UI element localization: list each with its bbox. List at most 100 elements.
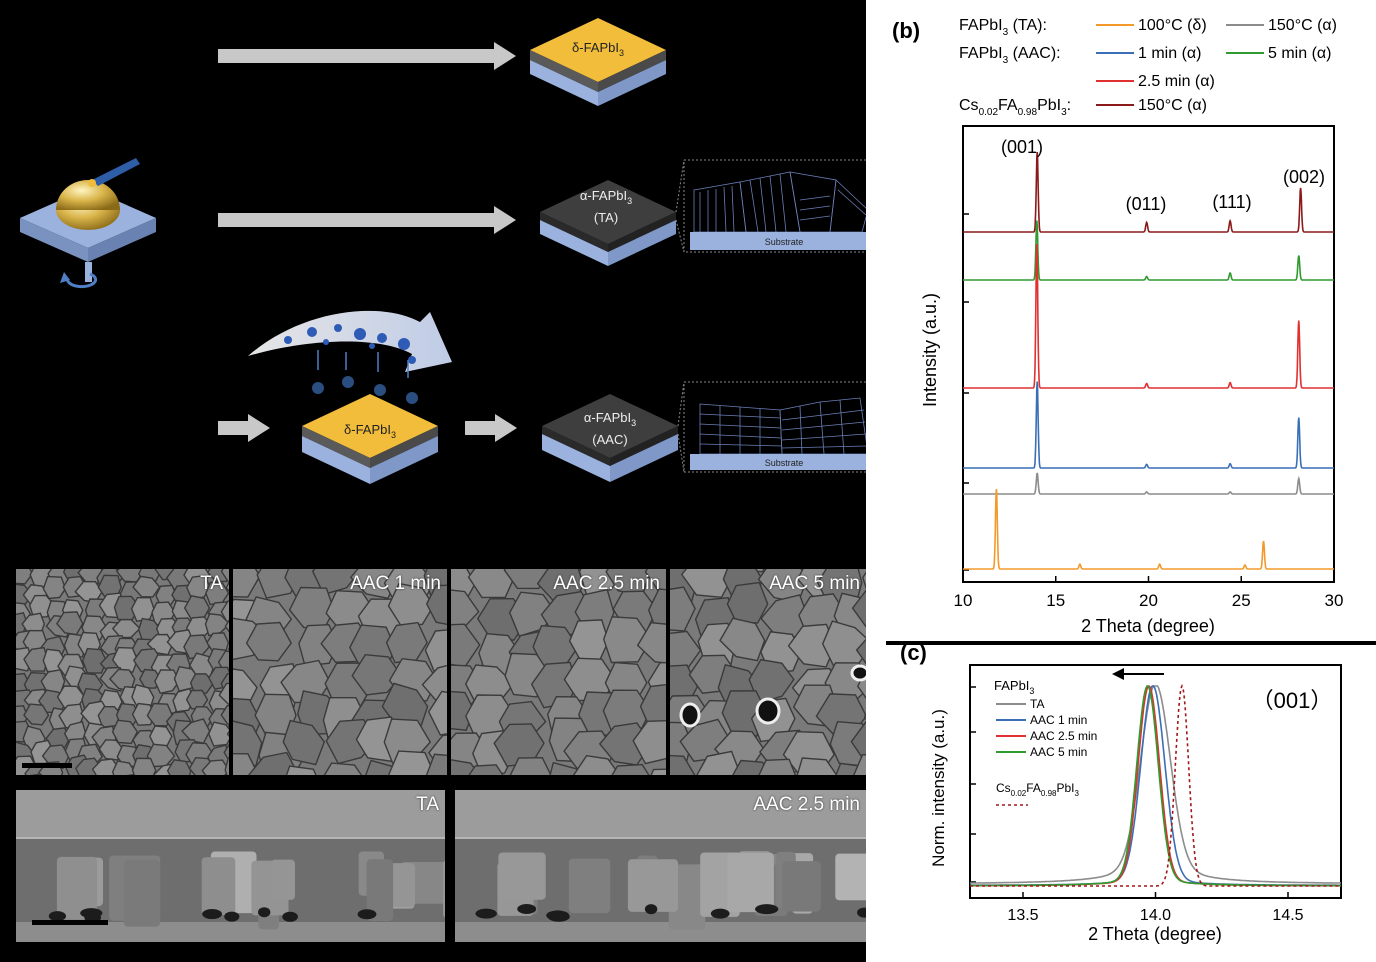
peak-series bbox=[970, 684, 1341, 887]
grain bbox=[149, 725, 173, 748]
film-label-subscript: 3 bbox=[631, 418, 636, 428]
film-label-subscript: 3 bbox=[619, 48, 624, 58]
svg-text:Cs0.02FA0.98PbI3: Cs0.02FA0.98PbI3 bbox=[996, 781, 1080, 798]
void bbox=[202, 909, 223, 920]
grain bbox=[670, 586, 696, 632]
film-label: δ-FAPbI bbox=[344, 422, 391, 437]
void bbox=[224, 911, 240, 922]
spin-coater-icon bbox=[20, 158, 156, 289]
sem-image-top-ta: TA bbox=[16, 569, 229, 775]
grain-column bbox=[443, 860, 445, 918]
grain bbox=[225, 581, 229, 592]
cross-section-texture bbox=[16, 790, 445, 942]
legend-title-subscript: 3 bbox=[1029, 686, 1034, 696]
void bbox=[475, 908, 497, 919]
xrd-series-line bbox=[963, 220, 1334, 281]
void bbox=[644, 904, 658, 915]
xrd-chart: (b) FAPbI3 (TA):100°C (δ)150°C (α)FAPbI3… bbox=[892, 17, 1343, 636]
grain bbox=[282, 719, 326, 766]
grain bbox=[146, 702, 174, 727]
xrd-series-line bbox=[963, 381, 1334, 469]
sem-label: AAC 1 min bbox=[350, 573, 441, 594]
grain bbox=[549, 761, 582, 775]
grain-column bbox=[56, 856, 97, 920]
xrd-series-line bbox=[963, 488, 1334, 570]
grain-column bbox=[782, 861, 821, 912]
legend-group-label: FAPbI3 (TA): bbox=[959, 17, 1047, 38]
x-tick-label: 10 bbox=[954, 591, 973, 610]
grain bbox=[131, 757, 157, 775]
grain-column bbox=[568, 858, 611, 914]
void bbox=[547, 911, 570, 922]
process-arrow bbox=[465, 414, 517, 442]
grain bbox=[427, 690, 447, 736]
grain bbox=[245, 621, 293, 662]
grain bbox=[323, 762, 363, 775]
scale-bar bbox=[32, 920, 108, 925]
substrate-layer bbox=[455, 922, 866, 942]
substrate-layer bbox=[16, 922, 445, 942]
grain-column bbox=[123, 859, 161, 927]
x-tick-label: 15 bbox=[1046, 591, 1065, 610]
peak-label: (001) bbox=[1001, 137, 1043, 157]
void bbox=[857, 907, 866, 918]
grain bbox=[451, 623, 481, 668]
grain bbox=[111, 618, 141, 639]
grain bbox=[632, 719, 666, 765]
grain bbox=[16, 569, 34, 585]
sem-image-top-aac-2-5min: AAC 2.5 min bbox=[451, 569, 666, 775]
sem-label: AAC 2.5 min bbox=[753, 794, 860, 815]
sem-label: AAC 5 min bbox=[769, 573, 860, 594]
sem-image-top-aac-1min: AAC 1 min bbox=[233, 569, 447, 775]
grain bbox=[388, 750, 436, 775]
aac-gas-flow bbox=[248, 310, 452, 404]
film-label: (AAC) bbox=[592, 432, 627, 447]
grain bbox=[855, 638, 866, 665]
grain bbox=[111, 719, 139, 745]
svg-text:α-FAPbI3: α-FAPbI3 bbox=[580, 188, 632, 206]
grain bbox=[851, 589, 866, 628]
film-label-subscript: 3 bbox=[627, 196, 632, 206]
grain bbox=[233, 752, 259, 775]
legend-label-cs-fa: FA bbox=[1026, 781, 1041, 795]
legend-label: 1 min (α) bbox=[1138, 45, 1201, 62]
film-label: α-FAPbI bbox=[584, 410, 631, 425]
svg-text:δ-FAPbI3: δ-FAPbI3 bbox=[572, 40, 624, 58]
grain bbox=[670, 754, 696, 775]
grain bbox=[387, 582, 435, 626]
grain bbox=[647, 588, 666, 635]
legend-label: AAC 5 min bbox=[1030, 745, 1087, 759]
grain bbox=[166, 759, 192, 775]
legend-label: 150°C (α) bbox=[1138, 97, 1207, 114]
grain bbox=[81, 647, 108, 674]
grain bbox=[155, 584, 178, 607]
x-tick-label: 14.5 bbox=[1272, 907, 1303, 924]
y-axis-label: Intensity (a.u.) bbox=[920, 293, 940, 407]
grain bbox=[42, 575, 67, 600]
legend-label: 150°C (α) bbox=[1268, 17, 1337, 34]
grain bbox=[23, 646, 49, 672]
grain bbox=[349, 569, 399, 600]
grain bbox=[796, 757, 838, 775]
grain bbox=[154, 669, 181, 695]
grain bbox=[224, 757, 229, 775]
void bbox=[357, 909, 377, 920]
grain bbox=[758, 758, 797, 775]
grain bbox=[425, 584, 447, 626]
grain bbox=[650, 768, 666, 775]
alpha-aac-film-block: α-FAPbI3 (AAC) bbox=[542, 394, 678, 482]
grain bbox=[351, 653, 403, 696]
grain bbox=[719, 617, 766, 662]
grain bbox=[424, 629, 447, 673]
grain bbox=[468, 764, 504, 775]
grain bbox=[186, 574, 211, 600]
delta-film-block-mid: δ-FAPbI3 bbox=[302, 394, 438, 484]
grain-texture bbox=[670, 569, 866, 775]
legend-label: 5 min (α) bbox=[1268, 45, 1331, 62]
grain bbox=[218, 682, 229, 705]
grain bbox=[726, 581, 769, 624]
grain-column bbox=[366, 859, 394, 921]
grain bbox=[853, 753, 866, 775]
